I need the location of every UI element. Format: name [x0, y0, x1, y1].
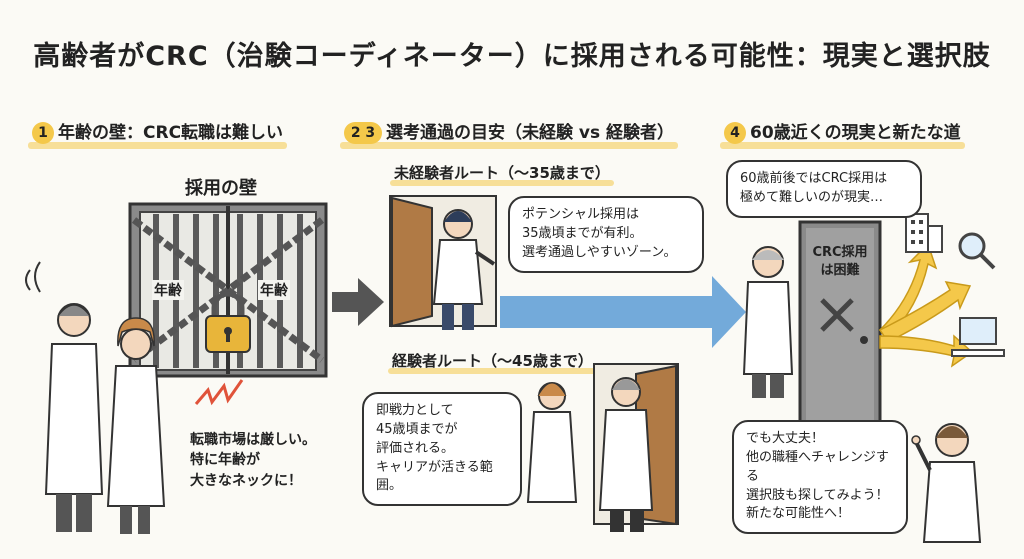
section-4-title: 60歳近くの現実と新たな道	[750, 123, 961, 143]
section-23-title: 選考通過の目安（未経験 vs 経験者）	[386, 123, 675, 143]
inexperienced-route-heading: 未経験者ルート（～35歳まで）	[390, 162, 614, 186]
experienced-man-figure	[598, 377, 654, 532]
experienced-route-heading: 経験者ルート（～45歳まで）	[388, 350, 597, 374]
inexperienced-route-heading-text: 未経験者ルート（～35歳まで）	[394, 164, 610, 182]
market-note: 転職市場は厳しい。 特に年齢が 大きなネックに！	[190, 432, 316, 489]
section-23-number: 2 3	[344, 122, 382, 144]
padlock-icon	[205, 291, 251, 353]
magnifier-icon	[958, 232, 996, 270]
wall-label: 採用の壁	[185, 178, 257, 199]
section-4-number: 4	[724, 122, 746, 144]
young-man-figure	[432, 209, 496, 330]
reality-bubble: 60歳前後ではCRC採用は 極めて難しいのが現実…	[726, 160, 922, 218]
blue-arrow	[500, 276, 746, 348]
computer-icon	[951, 317, 1005, 357]
encourage-bubble: でも大丈夫！ 他の職種へチャレンジする 選択肢も探してみよう！ 新たな可能性へ！	[732, 420, 908, 535]
gray-arrow	[332, 278, 384, 326]
inexperienced-route-bubble: ポテンシャル採用は 35歳頃までが有利。 選考通過しやすいゾーン。	[508, 196, 704, 273]
page-title: 高齢者がCRC（治験コーディネーター）に採用される可能性：現実と選択肢	[33, 41, 991, 72]
older-woman-figure	[106, 317, 166, 534]
senior-man-figure	[742, 246, 794, 398]
experienced-woman-figure	[526, 382, 578, 503]
older-man-figure	[44, 303, 104, 532]
experienced-route-bubble: 即戦力として 45歳頃までが 評価される。 キャリアが活きる範囲。	[362, 392, 522, 507]
chain-tag-left: 年齢	[152, 280, 184, 300]
crc-door	[798, 220, 882, 452]
experienced-route-heading-text: 経験者ルート（～45歳まで）	[392, 352, 593, 370]
building-icon	[905, 213, 943, 253]
branch-arrows	[878, 242, 974, 368]
section-1-title: 年齢の壁：CRC転職は難しい	[58, 123, 284, 143]
x-mark-icon	[820, 298, 854, 332]
chain-tag-right: 年齢	[258, 280, 290, 300]
encouraging-man-figure	[911, 423, 982, 543]
chain	[131, 217, 325, 363]
section-1-number: 1	[32, 122, 54, 144]
door-sign: CRC採用 は困難	[812, 245, 868, 278]
